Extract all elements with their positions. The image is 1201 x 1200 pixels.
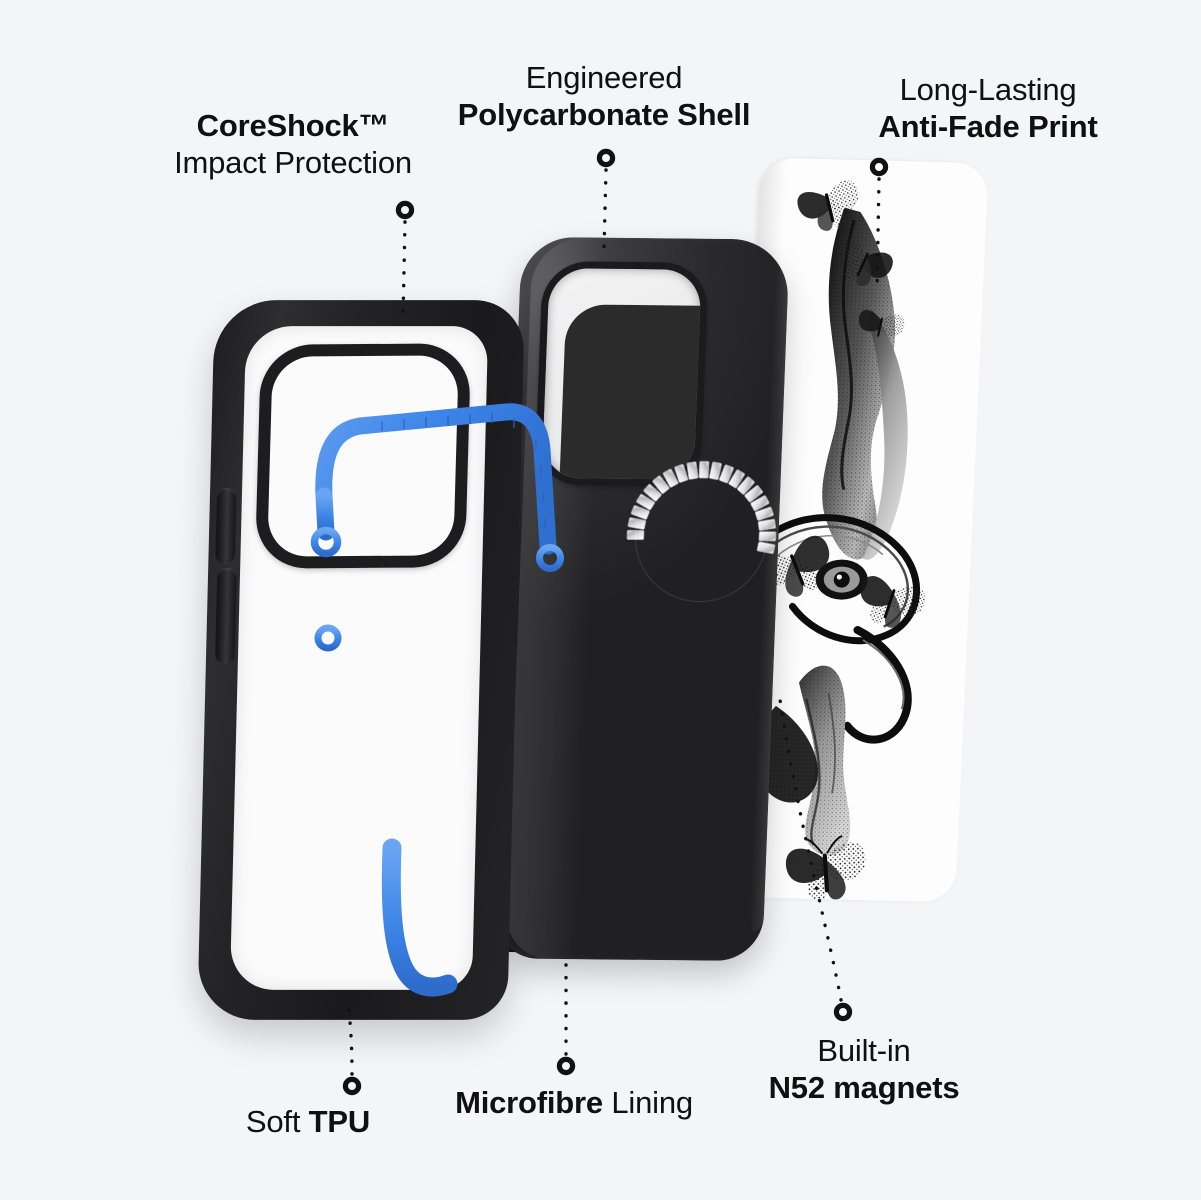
black-polycarbonate-shell xyxy=(494,236,790,962)
label-magnets: Built-in N52 magnets xyxy=(769,1033,960,1106)
tpu-bumper-frame xyxy=(197,300,564,1020)
label-tpu: Soft TPU xyxy=(246,1104,370,1141)
magnet-segment xyxy=(652,475,670,494)
label-tpu-bold: TPU xyxy=(308,1104,371,1139)
label-magnets-line2: N52 magnets xyxy=(768,1069,960,1105)
magnet-segment xyxy=(643,483,662,502)
magnet-segment xyxy=(718,464,734,484)
magnet-segment xyxy=(736,476,755,495)
label-tpu-regular: Soft xyxy=(245,1104,309,1139)
label-coreshock-line2: Impact Protection xyxy=(174,144,412,180)
label-microfibre-regular: Lining xyxy=(602,1085,693,1120)
magnet-segment xyxy=(728,469,745,489)
leader-polycarbonate xyxy=(596,148,616,252)
magnet-segment xyxy=(662,468,679,488)
label-coreshock: CoreShock™ Impact Protection xyxy=(174,108,412,181)
label-antifade-line1: Long-Lasting xyxy=(899,72,1077,107)
magnet-segment xyxy=(630,505,650,520)
magnet-segment xyxy=(686,461,699,480)
magnet-segment xyxy=(627,517,647,530)
magnet-segment xyxy=(626,529,645,541)
magsafe-magnet-ring xyxy=(626,460,777,603)
magnet-segment xyxy=(674,463,689,483)
label-polycarbonate-line2: Polycarbonate Shell xyxy=(457,96,751,132)
label-antifade: Long-Lasting Anti-Fade Print xyxy=(878,72,1097,145)
magnet-segment xyxy=(636,493,656,511)
magnet-segment xyxy=(744,485,764,503)
label-microfibre-bold: Microfibre xyxy=(455,1085,603,1120)
label-coreshock-line1: CoreShock™ xyxy=(196,108,390,143)
coreshock-blue-accent xyxy=(310,403,564,997)
label-magnets-line1: Built-in xyxy=(817,1033,911,1068)
label-antifade-line2: Anti-Fade Print xyxy=(878,108,1098,144)
label-polycarbonate-line1: Engineered xyxy=(525,60,683,95)
magnet-segment xyxy=(757,518,777,532)
magnet-segment xyxy=(698,460,710,479)
magnet-segment xyxy=(754,506,774,521)
magnet-segment xyxy=(758,531,777,542)
magnet-segment xyxy=(756,541,776,555)
magnet-segment xyxy=(708,461,722,481)
label-microfibre: Microfibre Lining xyxy=(455,1085,693,1122)
label-polycarbonate: Engineered Polycarbonate Shell xyxy=(458,60,751,133)
magnet-segment xyxy=(750,495,770,512)
